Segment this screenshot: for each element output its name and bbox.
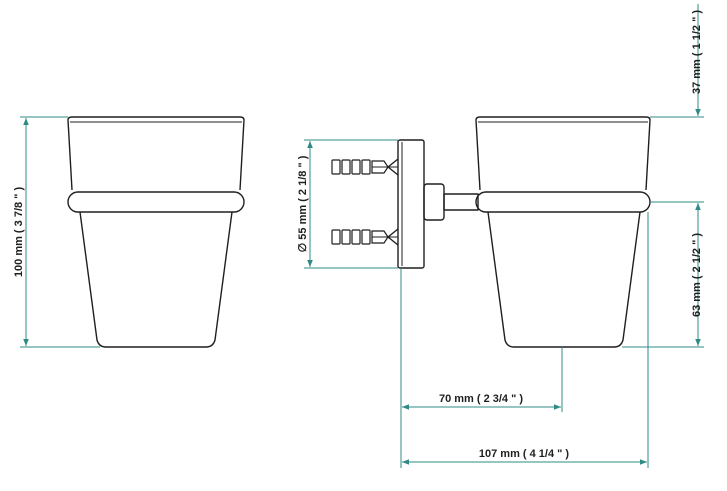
tumbler-cup-body: [79, 211, 233, 348]
projection-full-label: 107 mm ( 4 1/4 " ): [479, 448, 570, 460]
tumbler-side-rim: [475, 116, 651, 191]
height-top-dimension: [650, 4, 704, 118]
tumbler-upper-left: [67, 119, 73, 191]
tumbler-side-body: [487, 211, 641, 348]
wall-anchor-top: [331, 158, 399, 176]
tumbler-front-view: [67, 116, 245, 348]
mount-collar: [423, 183, 445, 221]
wall-mount-side-view: [397, 139, 479, 269]
height-total-label: 100 mm ( 3 7/8 " ): [13, 187, 25, 278]
tumbler-band: [67, 191, 245, 213]
projection-full-dimension: [402, 212, 649, 468]
projection-short-label: 70 mm ( 2 3/4 " ): [439, 393, 523, 405]
diameter-label: ∅ 55 mm ( 2 1/8 " ): [297, 155, 309, 252]
tumbler-side-view: [475, 116, 651, 348]
projection-short-dimension: [400, 268, 563, 468]
diameter-dimension: [304, 139, 398, 269]
mount-arm: [443, 193, 479, 211]
tumbler-side-band: [475, 191, 651, 213]
tumbler-rim: [67, 116, 245, 191]
height-cup-dimension: [622, 201, 704, 348]
height-total-dimension: [20, 116, 100, 348]
height-top-label: 37 mm ( 1 1/2 " ): [691, 10, 703, 94]
wall-anchor-bottom: [331, 228, 399, 246]
height-cup-label: 63 mm ( 2 1/2 " ): [691, 233, 703, 317]
